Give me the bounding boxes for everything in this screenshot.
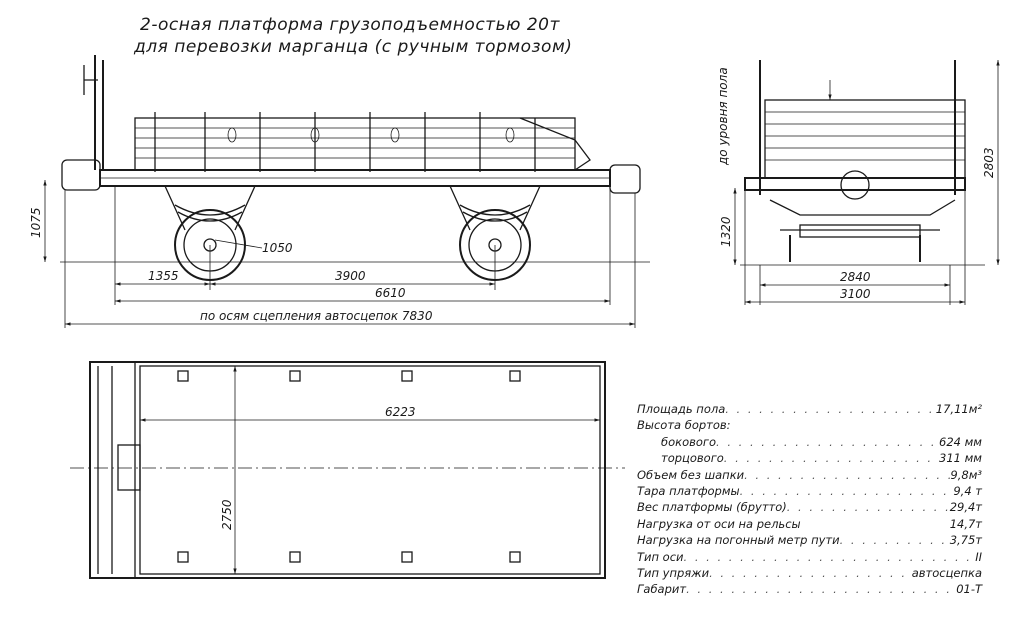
spec-row: Вес платформы (брутто) 29,4т [637, 500, 982, 516]
spec-label: Высота бортов: [637, 418, 731, 433]
title-line-1: 2-осная платформа грузоподъемностью 20т [140, 15, 560, 35]
dim-plan-length: 6223 [385, 405, 416, 419]
dim-inner-width: 2840 [840, 270, 871, 284]
dim-wheel-diameter: 1050 [262, 241, 293, 255]
spec-label: Габарит [637, 582, 687, 597]
specifications-list: Площадь пола 17,11м² Высота бортов: боков… [637, 402, 982, 599]
drawing-title: 2-осная платформа грузоподъемностью 20т … [134, 14, 572, 58]
spec-row: Нагрузка на погонный метр пути 3,75т [637, 533, 982, 549]
spec-label: Тип упряжи [637, 565, 710, 580]
spec-value: 9,8м³ [950, 467, 982, 482]
spec-label: бокового [661, 434, 717, 449]
spec-row: бокового 624 мм [637, 435, 982, 451]
dim-total-height: 2803 [982, 147, 996, 178]
spec-row: Габарит 01-Т [637, 582, 982, 598]
spec-label: Площадь пола [637, 402, 726, 416]
spec-row: торцового 311 мм [637, 451, 982, 467]
spec-row: Тип упряжи автосцепка [637, 566, 982, 582]
spec-label: Нагрузка от оси на рельсы [637, 516, 801, 531]
spec-value: 3,75т [949, 533, 982, 548]
spec-value: 14,7т [949, 516, 982, 531]
spec-label: Нагрузка на погонный метр пути [637, 533, 840, 548]
dim-outer-width: 3100 [840, 287, 871, 301]
floor-level-label: до уровня пола [716, 67, 730, 166]
spec-value: 29,4т [949, 500, 982, 515]
spec-value: II [975, 549, 982, 564]
spec-label: Объем без шапки [637, 467, 745, 482]
spec-label: Вес платформы (брутто) [637, 500, 787, 515]
dim-plan-width: 2750 [220, 499, 234, 530]
spec-value: 01-Т [956, 582, 982, 597]
spec-label: Тип оси [637, 549, 684, 564]
dim-coupler-height: 1075 [29, 207, 43, 238]
spec-value: 17,11м² [935, 402, 982, 416]
plan-view: 6223 2750 [70, 361, 625, 579]
spec-row: Нагрузка от оси на рельсы 14,7т [637, 517, 982, 533]
spec-row: Площадь пола 17,11м² [637, 402, 982, 418]
dim-wheelbase: 3900 [335, 269, 366, 283]
dim-frame-length: 6610 [375, 286, 406, 300]
end-view: до уровня пола 1320 2803 2840 3100 [716, 59, 1000, 305]
spec-label: торцового [661, 451, 724, 466]
spec-row: Тип оси II [637, 550, 982, 566]
dim-overhang: 1355 [148, 269, 179, 283]
spec-row: Высота бортов: [637, 418, 982, 434]
spec-row: Тара платформы 9,4 т [637, 484, 982, 500]
spec-label: Тара платформы [637, 483, 740, 498]
title-line-2: для перевозки марганца (с ручным тормозо… [134, 37, 573, 57]
spec-value: 311 мм [939, 451, 982, 466]
spec-value: 9,4 т [953, 483, 982, 498]
dim-floor-height: 1320 [719, 216, 733, 247]
side-view: 1075 1050 1355 3900 6610 по осям сцеплен… [29, 55, 650, 328]
dim-coupler-length: по осям сцепления автосцепок 7830 [200, 309, 433, 323]
spec-value: автосцепка [911, 565, 982, 580]
spec-value: 624 мм [939, 434, 982, 449]
spec-row: Объем без шапки 9,8м³ [637, 468, 982, 484]
